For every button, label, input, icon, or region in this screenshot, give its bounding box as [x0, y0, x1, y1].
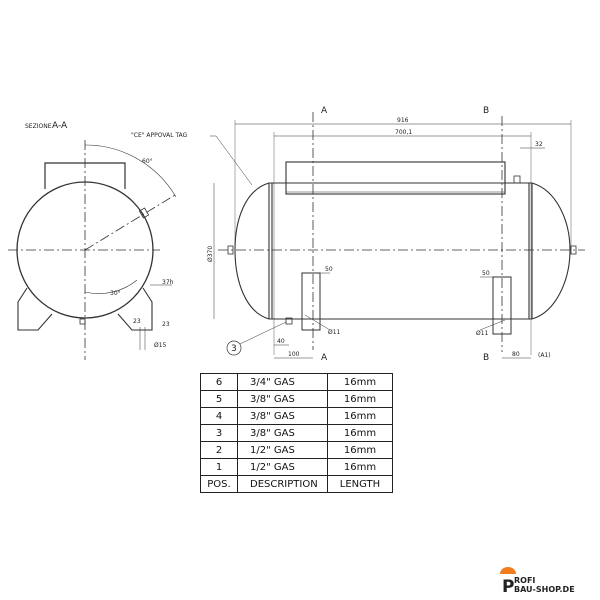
dim-d15: Ø15 — [154, 342, 167, 349]
dim-50a: 50 — [325, 266, 333, 273]
pos-cell: 1 — [200, 458, 238, 476]
fitting-top — [513, 175, 521, 184]
description-cell: 3/8" GAS — [237, 407, 328, 425]
foot-right — [117, 287, 153, 331]
section-a-top: A — [321, 106, 328, 116]
dim-916: 916 — [397, 117, 409, 124]
length-cell: 16mm — [327, 373, 393, 391]
dim-32: 32 — [535, 141, 543, 148]
length-cell: 16mm — [327, 441, 393, 459]
logo-line1: ROFI — [514, 576, 535, 585]
section-view: SEZIONE A-A 60° 30° 37h 23 23 Ø15 — [8, 121, 177, 360]
length-cell: 16mm — [327, 424, 393, 442]
description-cell: 1/2" GAS — [237, 441, 328, 459]
bracket-top-side — [285, 161, 506, 195]
logo-line2: BAU-SHOP.DE — [514, 585, 575, 594]
description-cell: 3/8" GAS — [237, 390, 328, 408]
pos-cell: 5 — [200, 390, 238, 408]
angle-60: 60° — [142, 158, 153, 165]
logo: P ROFI BAU-SHOP.DE — [500, 567, 575, 597]
pos-cell: 6 — [200, 373, 238, 391]
dim-80: 80 — [512, 351, 520, 358]
pos-cell: 4 — [200, 407, 238, 425]
section-a-bottom: A — [321, 353, 328, 363]
pos-cell: 3 — [200, 424, 238, 442]
dim-37h: 37h — [162, 279, 174, 286]
side-view: "CE" APPOVAL TAG A A B B 916 700,1 32 Ø3… — [131, 106, 585, 363]
pos-cell: 2 — [200, 441, 238, 459]
tank-body — [268, 182, 533, 320]
header-description: DESCRIPTION — [237, 475, 328, 493]
dome-left — [234, 182, 270, 320]
callout-number: 3 — [231, 344, 237, 354]
foot-left-side — [301, 272, 321, 331]
length-cell: 16mm — [327, 458, 393, 476]
foot-left — [17, 287, 53, 331]
dim-d11a: Ø11 — [328, 329, 341, 336]
description-cell: 3/4" GAS — [237, 373, 328, 391]
drain-fitting — [79, 318, 86, 325]
angle-line — [84, 194, 176, 251]
section-b-top: B — [483, 106, 489, 116]
helmet-icon — [500, 567, 516, 574]
fitting-60 — [138, 207, 150, 219]
section-id: A-A — [52, 121, 68, 131]
dim-40: 40 — [277, 338, 285, 345]
dim-d370: Ø370 — [207, 246, 214, 262]
header-length: LENGTH — [327, 475, 393, 493]
ce-tag-label: "CE" APPOVAL TAG — [131, 132, 188, 139]
dim-100: 100 — [288, 351, 300, 358]
dome-right — [531, 182, 571, 320]
section-b-bottom: B — [483, 353, 489, 363]
dim-23a: 23 — [133, 318, 141, 325]
logo-p: P — [502, 577, 514, 597]
section-label: SEZIONE — [25, 123, 52, 130]
description-cell: 3/8" GAS — [237, 424, 328, 442]
length-cell: 16mm — [327, 407, 393, 425]
callout-circle — [226, 340, 242, 356]
header-pos: POS. — [200, 475, 238, 493]
angle-30: 30° — [110, 290, 121, 297]
dim-700: 700,1 — [395, 129, 412, 136]
description-cell: 1/2" GAS — [237, 458, 328, 476]
dim-d11b: Ø11 — [476, 330, 489, 337]
dim-23b: 23 — [162, 321, 170, 328]
sheet-ref: (A1) — [538, 352, 551, 359]
dim-50b: 50 — [482, 270, 490, 277]
fitting-3 — [285, 317, 293, 325]
length-cell: 16mm — [327, 390, 393, 408]
